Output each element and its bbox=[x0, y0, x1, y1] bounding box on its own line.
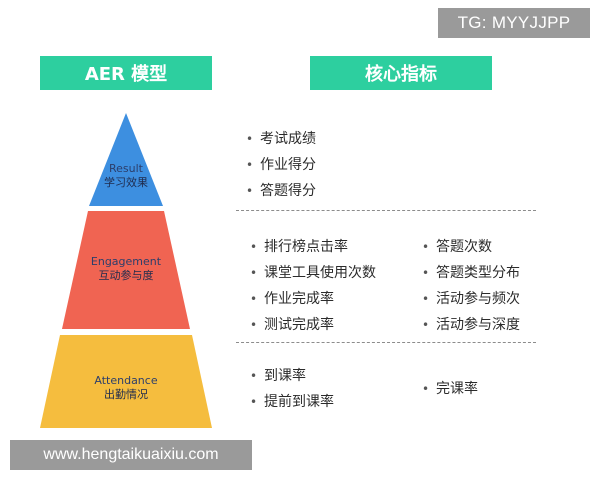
metric-item: •答题类型分布 bbox=[422, 265, 520, 281]
section-divider bbox=[236, 210, 536, 211]
watermark-tag: TG: MYYJJPP bbox=[438, 8, 590, 38]
metric-item: •提前到课率 bbox=[250, 394, 334, 410]
aer-model-header: AER 模型 bbox=[40, 56, 212, 90]
core-metrics-header: 核心指标 bbox=[310, 56, 492, 90]
pyramid-attendance-layer bbox=[40, 335, 212, 428]
metric-item: •答题得分 bbox=[246, 183, 316, 199]
metric-item: •课堂工具使用次数 bbox=[250, 265, 376, 281]
result-label: Result 学习效果 bbox=[76, 162, 176, 190]
result-label-en: Result bbox=[109, 162, 143, 175]
pyramid-engagement-layer bbox=[62, 211, 190, 329]
engagement-label-zh: 互动参与度 bbox=[98, 269, 154, 282]
metric-item: •活动参与频次 bbox=[422, 291, 520, 307]
engagement-label-en: Engagement bbox=[90, 255, 162, 268]
engagement-label: Engagement 互动参与度 bbox=[66, 255, 186, 283]
metric-item: •作业得分 bbox=[246, 157, 316, 173]
url-watermark: www.hengtaikuaixiu.com bbox=[10, 440, 252, 470]
metric-item: •作业完成率 bbox=[250, 291, 334, 307]
result-label-zh: 学习效果 bbox=[104, 176, 148, 189]
attendance-label: Attendance 出勤情况 bbox=[66, 374, 186, 402]
metric-item: •考试成绩 bbox=[246, 131, 316, 147]
metric-item: •答题次数 bbox=[422, 239, 492, 255]
pyramid-result-layer bbox=[89, 113, 163, 206]
metric-item: •测试完成率 bbox=[250, 317, 334, 333]
metric-item: •排行榜点击率 bbox=[250, 239, 348, 255]
attendance-label-zh: 出勤情况 bbox=[104, 388, 148, 401]
metric-item: •到课率 bbox=[250, 368, 306, 384]
metric-item: •活动参与深度 bbox=[422, 317, 520, 333]
metric-item: •完课率 bbox=[422, 381, 478, 397]
section-divider bbox=[236, 342, 536, 343]
attendance-label-en: Attendance bbox=[94, 374, 158, 387]
